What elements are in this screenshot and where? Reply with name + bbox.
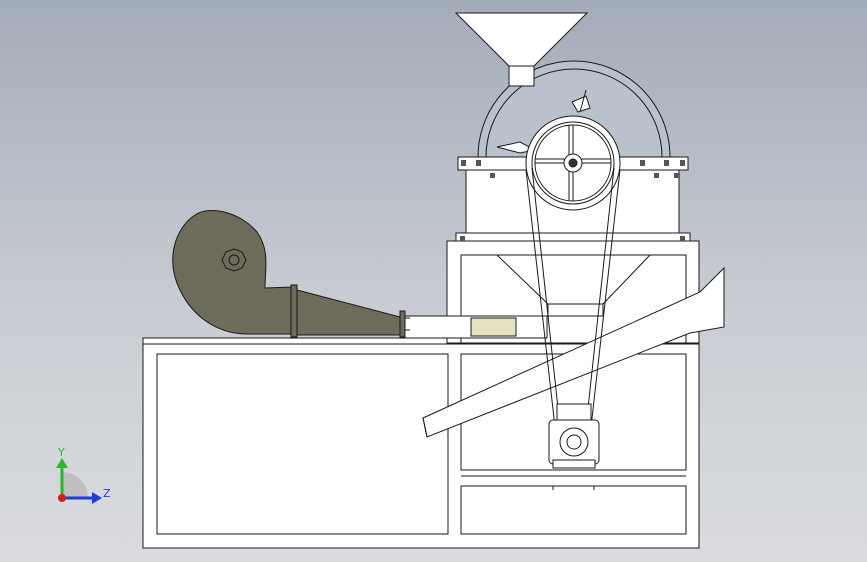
hopper-throat	[508, 65, 535, 87]
base-frame[interactable]	[142, 337, 700, 549]
belt-right-outer	[589, 169, 621, 437]
inclined-screen[interactable]	[422, 266, 725, 438]
motor-pulley-hub	[566, 434, 582, 450]
hopper-cone	[454, 12, 589, 67]
mill-base-flange	[455, 232, 691, 242]
base-frame-right-lower-window	[460, 485, 687, 535]
blower-hub	[221, 248, 247, 272]
blower-duct	[296, 289, 401, 336]
blower-hub-bore	[228, 254, 240, 266]
large-pulley[interactable]	[525, 115, 621, 211]
belt-left-inner	[531, 167, 562, 437]
coordinate-triad: Y Z	[56, 446, 111, 504]
duct-flange	[399, 310, 406, 338]
feed-hopper[interactable]	[454, 12, 589, 87]
pulley-shaft	[568, 158, 578, 168]
discharge-funnel[interactable]	[495, 254, 652, 317]
discharge-funnel-neck	[547, 303, 604, 317]
motor-foot	[552, 459, 596, 469]
triad-z-label: Z	[103, 487, 111, 500]
pulley-rim-inner	[531, 121, 615, 205]
feed-trough-material	[470, 317, 517, 337]
screen-tray-lip	[422, 417, 428, 438]
feed-trough[interactable]	[404, 315, 548, 339]
motor[interactable]	[548, 403, 600, 490]
v-belt[interactable]	[525, 167, 621, 437]
hood-inner-line	[485, 68, 663, 158]
triad-plane	[62, 472, 88, 498]
triad-z-arrow	[92, 492, 102, 504]
triad-y-label: Y	[57, 446, 65, 459]
triad-y-arrow	[56, 458, 68, 468]
blower-fan[interactable]	[172, 210, 410, 338]
blower-flange	[290, 284, 298, 338]
triad-x-origin	[58, 494, 66, 502]
motor-top	[556, 403, 592, 423]
base-frame-left-window	[156, 353, 449, 535]
belt-right-inner	[584, 167, 615, 437]
belt-left-outer	[525, 169, 557, 437]
blower-volute	[172, 210, 293, 335]
flange-bolts	[460, 160, 685, 241]
